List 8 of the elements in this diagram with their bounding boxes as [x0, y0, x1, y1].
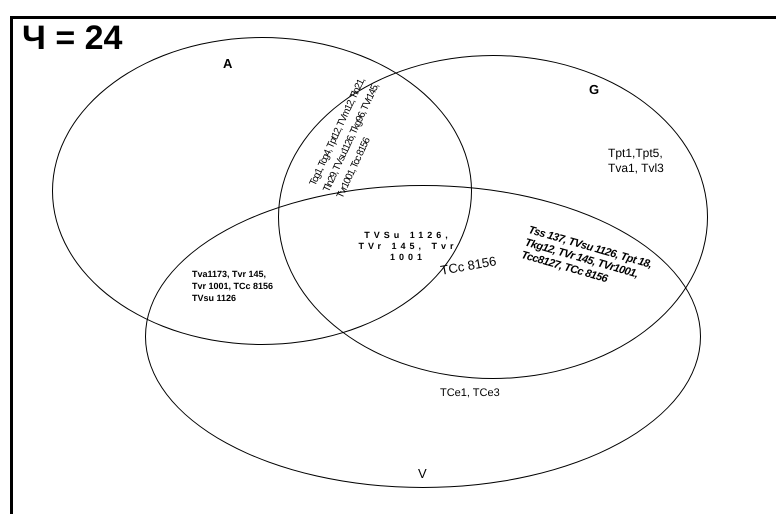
- set-label: V: [418, 465, 427, 483]
- region-text: Tpt1,Tpt5, Tva1, Tvl3: [608, 146, 665, 176]
- set-ellipse: [278, 55, 708, 379]
- region-text: Tva1173, Tvr 145, Tvr 1001, TCc 8156 TVsu 1126: [192, 268, 274, 304]
- region-text: TCe1, TCe3: [440, 386, 501, 400]
- set-label: A: [223, 55, 232, 73]
- title: Ч = 24: [22, 18, 122, 58]
- set-label: G: [589, 81, 600, 99]
